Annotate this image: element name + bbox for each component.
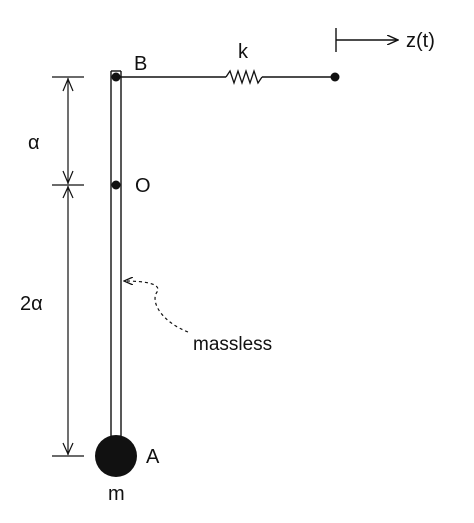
- massless-label: massless: [193, 334, 272, 355]
- point-o-dot: [111, 180, 121, 190]
- massless-pointer-arrow: [124, 281, 189, 333]
- zigzag-spring-icon: [116, 68, 334, 86]
- upper-length-label: α: [28, 132, 40, 154]
- spring-label: k: [238, 41, 249, 63]
- point-a-label: A: [146, 446, 160, 468]
- lower-length-label: 2α: [20, 293, 43, 315]
- spring-end-dot: [330, 72, 340, 82]
- rod: [110, 70, 122, 440]
- mass-label: m: [108, 483, 125, 505]
- point-b-label: B: [134, 53, 147, 75]
- dimension-lines: [52, 76, 84, 457]
- point-o-label: O: [135, 175, 151, 197]
- mass-a: [95, 435, 137, 477]
- arrow-right-icon: [335, 28, 398, 52]
- displacement-label: z(t): [406, 30, 435, 52]
